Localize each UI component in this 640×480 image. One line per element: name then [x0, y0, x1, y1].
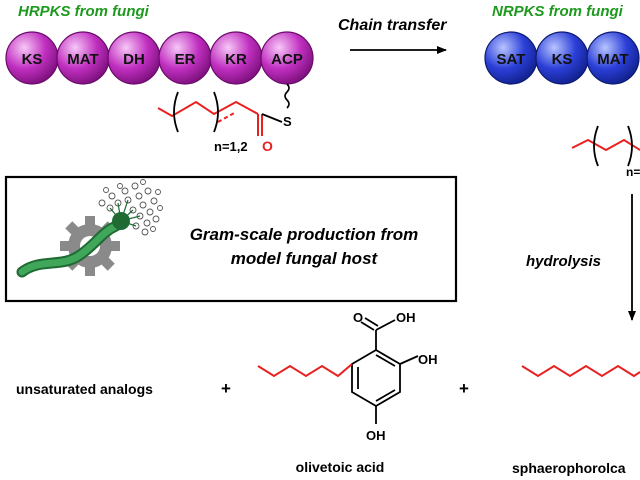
acp-tether [284, 83, 290, 109]
cooh-carbonyl-bond-2 [364, 317, 379, 327]
fungal-hypha [18, 222, 120, 276]
hrpks-domain-chain: KS MAT DH ER KR ACP [5, 31, 314, 85]
nrpks-domain-mat: MAT [586, 31, 640, 85]
svg-text:SAT: SAT [497, 51, 526, 68]
fungal-host-illustration [16, 179, 163, 278]
svg-text:MAT: MAT [597, 51, 628, 68]
hrpks-domain-ks: KS [5, 31, 59, 85]
olivetoic-carbonyl-o-label: O [353, 310, 363, 325]
thioester-bond [261, 113, 283, 123]
conidia-spores [98, 179, 163, 236]
box-text-line2: model fungal host [231, 249, 379, 268]
olivetoic-acid-label: olivetoic acid [296, 459, 385, 475]
plus-sign-1: + [221, 379, 231, 398]
box-text-line1: Gram-scale production from [190, 225, 419, 244]
conidiophore-sterigmata [109, 199, 141, 227]
nrpks-domain-chain: SAT KS MAT [484, 31, 640, 85]
hrpks-domain-acp: ACP [260, 31, 314, 85]
ring-double-bond-3 [375, 354, 396, 367]
plus-sign-2: + [459, 379, 469, 398]
acyl-chain [157, 100, 263, 136]
olivetoic-pentyl-chain [257, 363, 353, 378]
svg-text:ER: ER [175, 51, 196, 68]
sphaero-label: sphaerophorolca [512, 460, 626, 476]
nrpks-chain-backbone [571, 138, 640, 152]
nrpks-header: NRPKS from fungi [492, 3, 624, 20]
hrpks-domain-dh: DH [107, 31, 161, 85]
nrpks-repeat-label: n= [626, 165, 640, 179]
olivetoic-acid-structure [351, 317, 419, 424]
olivetoic-benzene-ring [351, 348, 401, 408]
acyl-chain-backbone [157, 100, 259, 118]
nrpks-bracket-left [593, 125, 599, 167]
repeat-bracket-left [173, 91, 179, 133]
acyl-chain-optional-double-bond [217, 111, 237, 123]
svg-text:KR: KR [225, 51, 247, 68]
ring-oh-bond-right [399, 355, 419, 365]
svg-text:DH: DH [123, 51, 145, 68]
hrpks-domain-mat: MAT [56, 31, 110, 85]
sphaero-chain [521, 364, 640, 378]
olivetoic-ring-oh-bottom-label: OH [366, 428, 386, 443]
cooh-oh-bond [375, 319, 396, 331]
nrpks-bracket-right [627, 125, 633, 167]
repeat-bracket-right [213, 91, 219, 133]
hrpks-domain-er: ER [158, 31, 212, 85]
ring-double-bond-2 [375, 389, 396, 402]
hydrolysis-label: hydrolysis [526, 253, 601, 270]
cooh-carbonyl-bond-1 [360, 321, 375, 331]
nrpks-chain-fragment: n= [571, 125, 640, 179]
carbonyl-oxygen-label: O [262, 138, 273, 154]
svg-text:KS: KS [552, 51, 573, 68]
nrpks-domain-sat: SAT [484, 31, 538, 85]
svg-text:KS: KS [22, 51, 43, 68]
repeat-unit-label: n=1,2 [214, 139, 248, 154]
olivetoic-cooh-oh-label: OH [396, 310, 416, 325]
svg-text:MAT: MAT [67, 51, 98, 68]
olivetoic-ring-oh-right-label: OH [418, 352, 438, 367]
sulfur-atom-label: S [283, 114, 292, 129]
nrpks-domain-ks: KS [535, 31, 589, 85]
svg-text:ACP: ACP [271, 51, 303, 68]
hrpks-domain-kr: KR [209, 31, 263, 85]
unsaturated-analogs-label: unsaturated analogs [16, 381, 153, 397]
hrpks-header: HRPKS from fungi [18, 3, 150, 20]
chain-transfer-label: Chain transfer [338, 17, 447, 34]
